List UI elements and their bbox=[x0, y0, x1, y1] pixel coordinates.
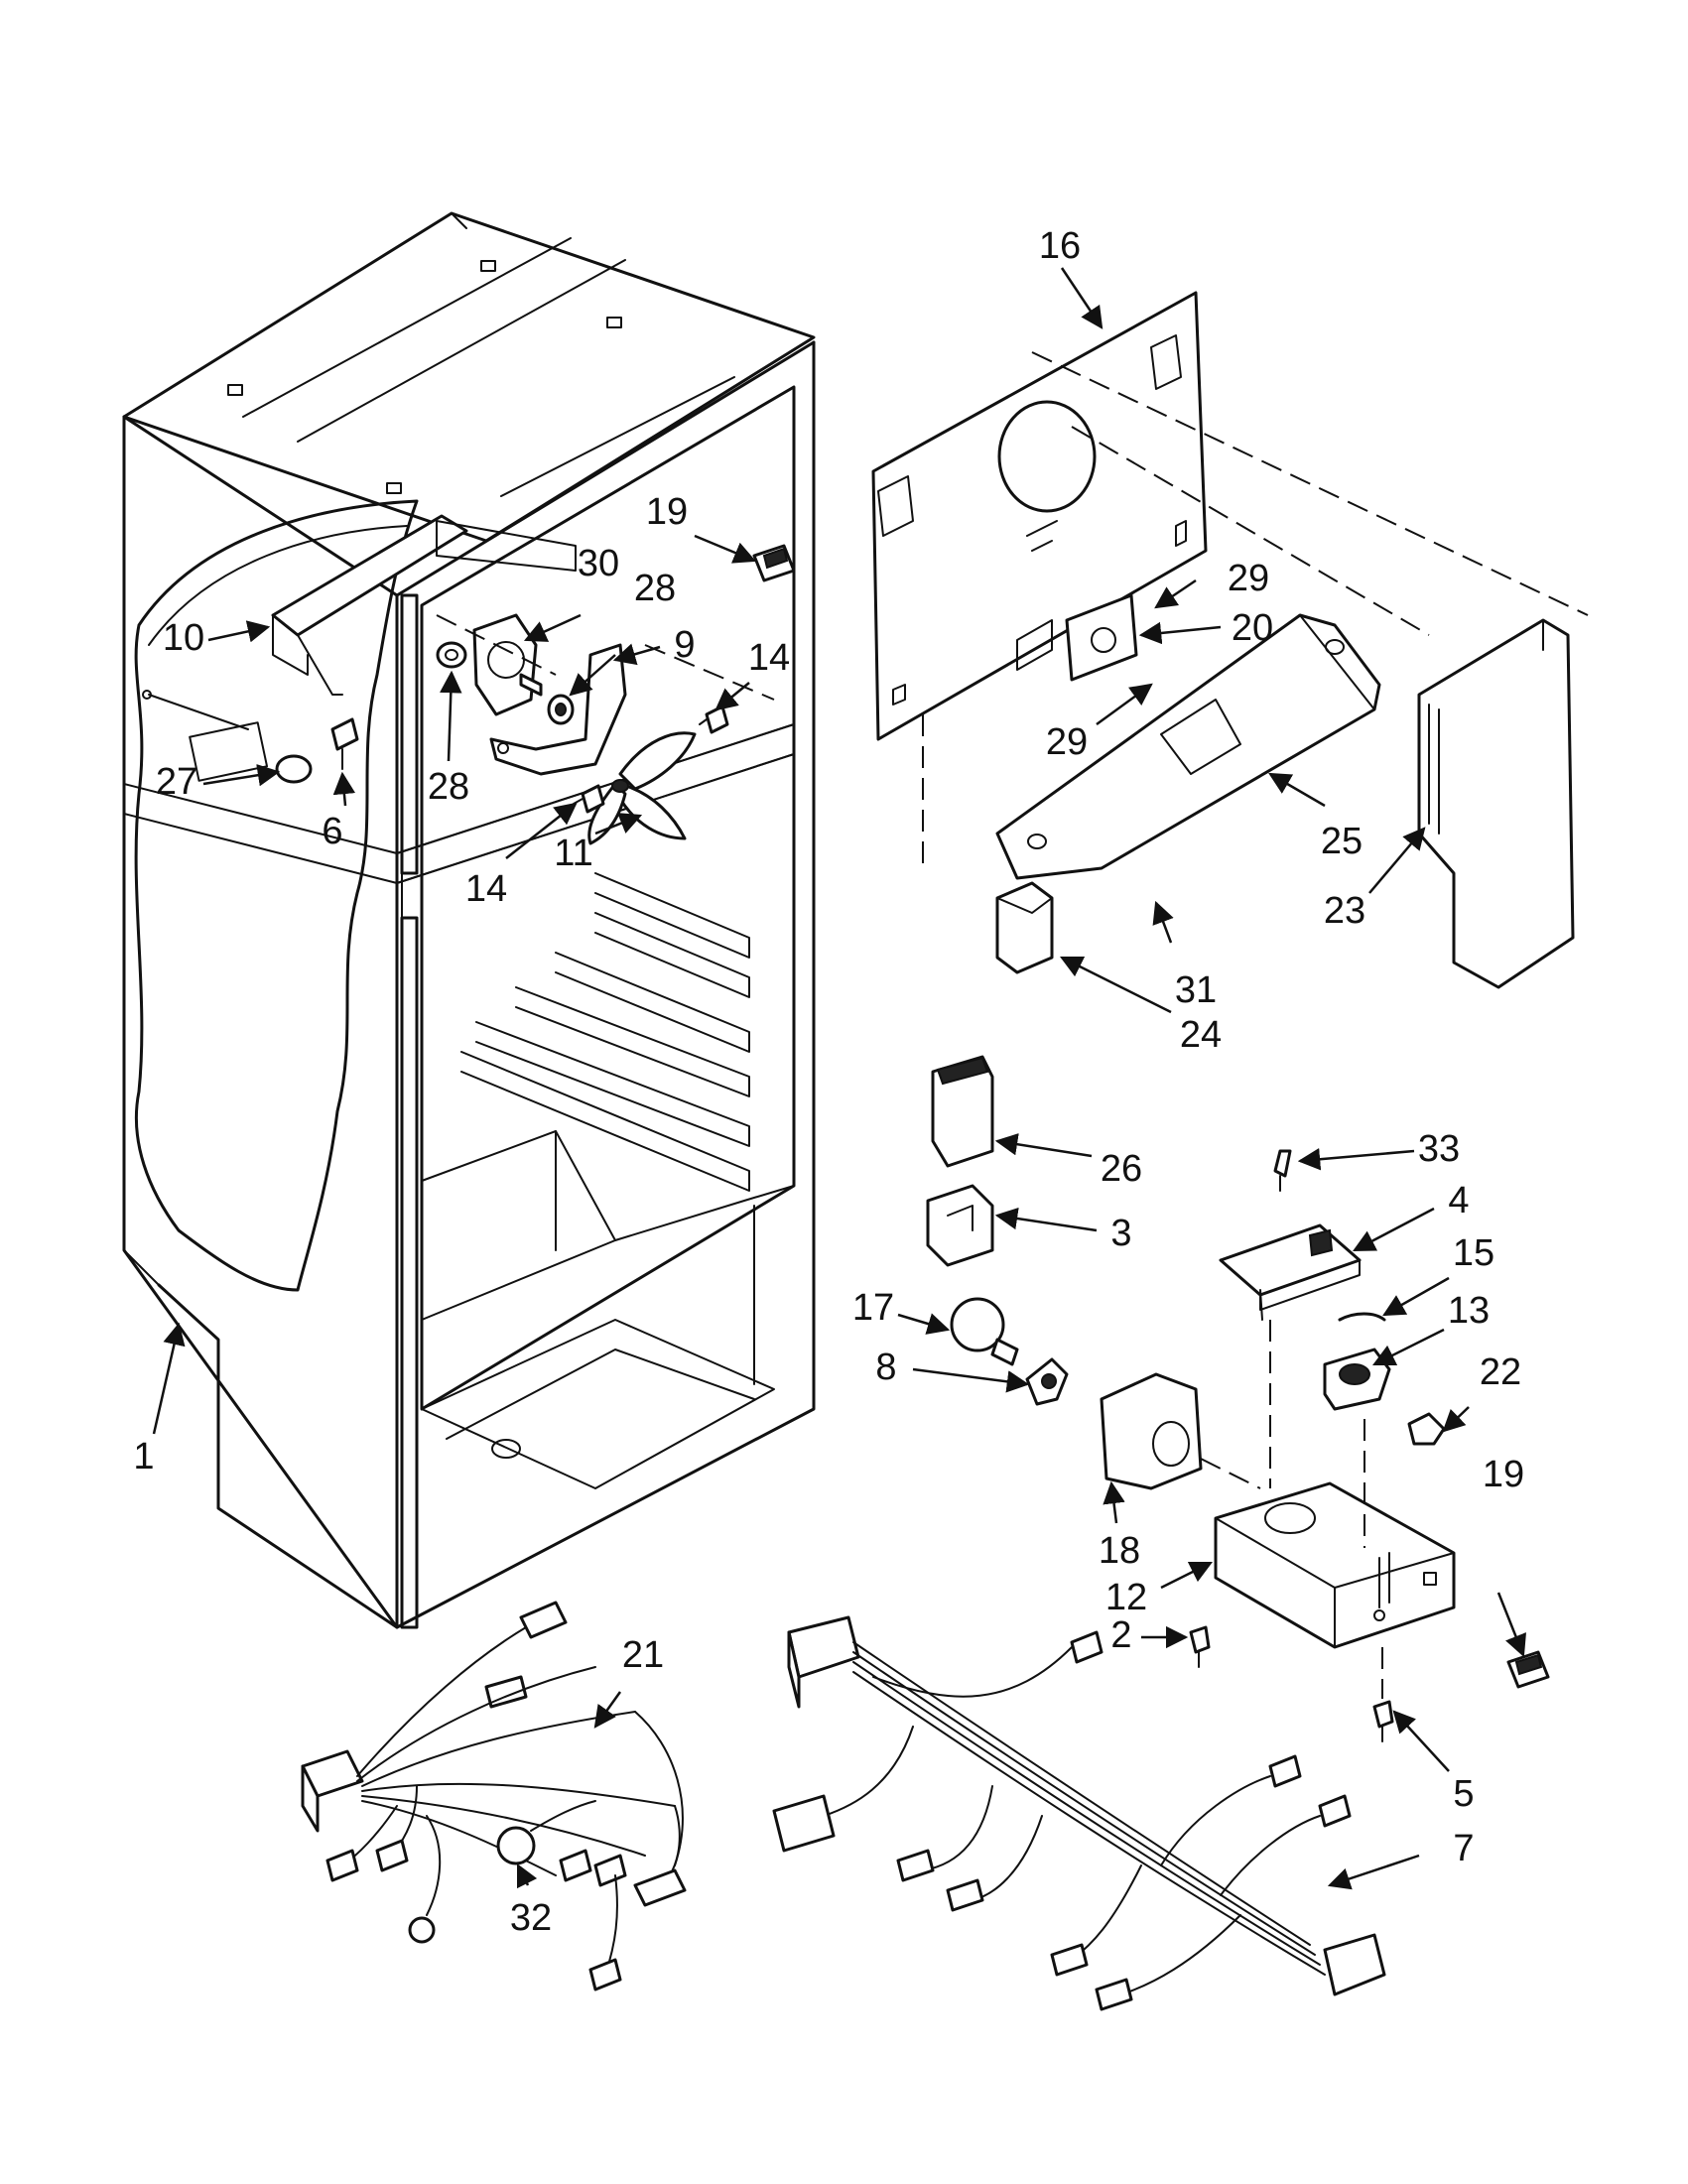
part-15 bbox=[1338, 1312, 1386, 1322]
callout-30: 30 bbox=[578, 543, 619, 584]
callout-10: 10 bbox=[163, 617, 204, 659]
callout-12: 12 bbox=[1105, 1577, 1147, 1618]
leader-lines bbox=[152, 267, 1526, 1890]
wire-harness-7 bbox=[772, 1615, 1386, 2011]
callout-7: 7 bbox=[1453, 1828, 1474, 1869]
callout-15: 15 bbox=[1453, 1232, 1494, 1274]
clip-19-upper bbox=[752, 544, 796, 582]
control-board bbox=[1219, 1149, 1362, 1321]
callout-26: 26 bbox=[1101, 1148, 1142, 1190]
part-24 bbox=[995, 881, 1054, 974]
callout-3: 3 bbox=[1110, 1213, 1131, 1254]
callout-19b: 19 bbox=[1483, 1454, 1524, 1495]
thermostat-13 bbox=[1323, 1348, 1391, 1411]
callout-5: 5 bbox=[1453, 1773, 1474, 1815]
callout-20: 20 bbox=[1232, 607, 1273, 649]
callout-2: 2 bbox=[1110, 1614, 1131, 1656]
fan-assembly bbox=[275, 613, 775, 845]
callout-19a: 19 bbox=[646, 491, 688, 533]
callout-28a: 28 bbox=[428, 766, 469, 808]
callout-23: 23 bbox=[1324, 890, 1365, 932]
callout-22: 22 bbox=[1480, 1351, 1521, 1393]
callout-21: 21 bbox=[622, 1634, 664, 1676]
callout-27: 27 bbox=[156, 761, 197, 803]
callout-4: 4 bbox=[1448, 1180, 1469, 1221]
control-housing bbox=[1214, 1320, 1456, 1649]
clip-19-lower bbox=[1506, 1650, 1550, 1689]
part-3 bbox=[926, 1184, 994, 1267]
callout-13: 13 bbox=[1448, 1290, 1490, 1332]
light-shield bbox=[1100, 1372, 1261, 1490]
part-2 bbox=[1189, 1625, 1211, 1668]
callout-14b: 14 bbox=[465, 868, 507, 910]
callout-24: 24 bbox=[1180, 1014, 1222, 1056]
part-22 bbox=[1407, 1412, 1446, 1446]
callout-29a: 29 bbox=[1228, 558, 1269, 599]
callout-16: 16 bbox=[1039, 225, 1081, 267]
callout-labels: 1 2 3 4 5 6 7 8 9 10 11 12 13 14 14 15 1… bbox=[133, 225, 1524, 1939]
light-bulb bbox=[950, 1297, 1019, 1366]
callout-9: 9 bbox=[674, 624, 695, 666]
part-5 bbox=[1372, 1647, 1394, 1742]
cabinet-liner bbox=[122, 211, 816, 1629]
callout-8: 8 bbox=[875, 1347, 896, 1388]
callout-33: 33 bbox=[1418, 1128, 1460, 1170]
callout-11: 11 bbox=[554, 833, 592, 874]
callout-29b: 29 bbox=[1046, 721, 1088, 763]
callout-1: 1 bbox=[133, 1436, 154, 1477]
wire-harness-21 bbox=[301, 1601, 687, 1991]
callout-28b: 28 bbox=[634, 568, 676, 609]
callout-31: 31 bbox=[1175, 969, 1217, 1011]
right-duct bbox=[1417, 618, 1575, 989]
callout-25: 25 bbox=[1321, 821, 1363, 862]
light-socket bbox=[1025, 1357, 1069, 1406]
callout-17: 17 bbox=[852, 1287, 894, 1329]
part-26 bbox=[931, 1055, 994, 1168]
duct-cover bbox=[995, 613, 1381, 880]
callout-32: 32 bbox=[510, 1897, 552, 1939]
callout-18: 18 bbox=[1099, 1530, 1140, 1572]
plate-20 bbox=[1065, 593, 1138, 682]
rear-panel bbox=[871, 291, 1589, 863]
callout-6: 6 bbox=[322, 811, 342, 852]
callout-14a: 14 bbox=[748, 637, 790, 679]
